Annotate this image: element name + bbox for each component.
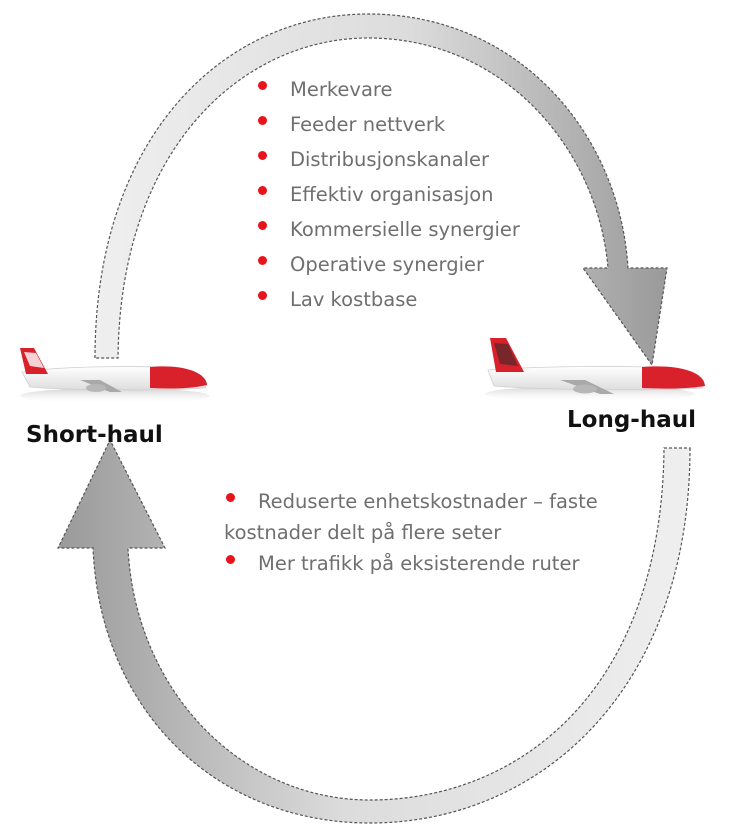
list-item: Distribusjonskanaler bbox=[256, 146, 520, 181]
top-benefits-list: Merkevare Feeder nettverk Distribusjonsk… bbox=[256, 76, 520, 321]
list-item: Lav kostbase bbox=[256, 286, 520, 321]
bullet-dot bbox=[258, 116, 267, 125]
list-item: Mer trafikk på eksisterende ruter bbox=[224, 548, 644, 579]
top-cycle-arrow bbox=[94, 13, 668, 367]
bullet-dot bbox=[258, 291, 267, 300]
list-item: Kommersielle synergier bbox=[256, 216, 520, 251]
bullet-dot bbox=[258, 186, 267, 195]
bullet-dot bbox=[226, 555, 235, 564]
bullet-dot bbox=[258, 221, 267, 230]
bullet-dot bbox=[258, 256, 267, 265]
list-item: Operative synergier bbox=[256, 251, 520, 286]
list-item: Merkevare bbox=[256, 76, 520, 111]
list-item: Reduserte enhetskostnader – faste kostna… bbox=[224, 490, 598, 544]
short-haul-label: Short-haul bbox=[26, 422, 163, 448]
short-haul-airplane-icon bbox=[20, 348, 210, 404]
bullet-dot bbox=[258, 151, 267, 160]
long-haul-airplane-icon bbox=[485, 338, 705, 402]
bottom-benefits-list: Reduserte enhetskostnader – faste kostna… bbox=[224, 486, 644, 579]
bottom-cycle-arrow bbox=[57, 438, 691, 824]
bullet-dot bbox=[258, 81, 267, 90]
long-haul-label: Long-haul bbox=[567, 407, 696, 433]
list-item: Effektiv organisasjon bbox=[256, 181, 520, 216]
bullet-dot bbox=[226, 493, 235, 502]
list-item: Feeder nettverk bbox=[256, 111, 520, 146]
